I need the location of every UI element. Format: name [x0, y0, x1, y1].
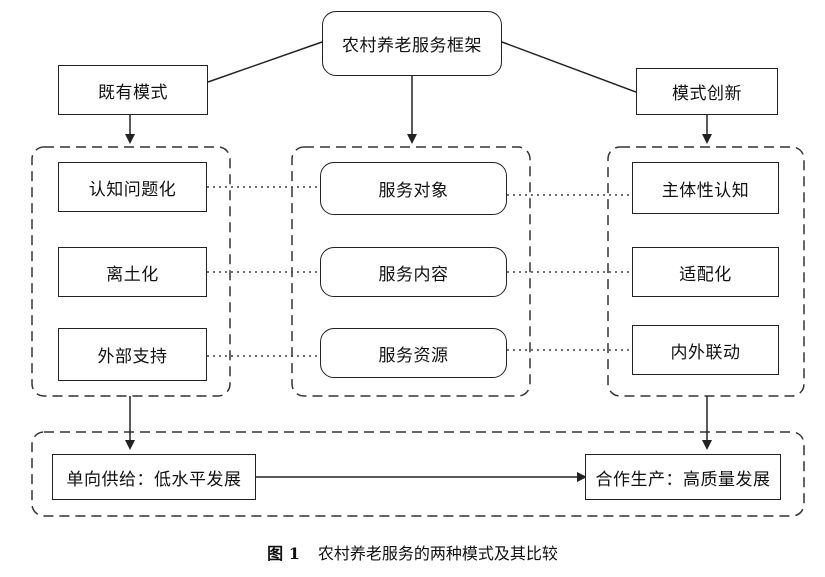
right-item-adaptation: 适配化 [632, 247, 779, 297]
center-item-service-resources: 服务资源 [320, 328, 507, 378]
existing-model-header: 既有模式 [58, 65, 208, 115]
figure-label: 图 1 [267, 544, 300, 563]
center-item-service-content: 服务内容 [320, 247, 507, 297]
framework-title: 农村养老服务框架 [322, 11, 502, 76]
outcome-group-frame [31, 431, 805, 517]
title-to-left-line [207, 41, 323, 83]
figure-caption: 图 1 农村养老服务的两种模式及其比较 [0, 540, 825, 564]
left-group-frame [31, 146, 231, 397]
center-item-service-target: 服务对象 [320, 162, 507, 215]
outcome-cooperative-production: 合作生产：高质量发展 [585, 454, 781, 500]
title-to-right-line [501, 41, 637, 93]
right-group-frame [607, 146, 805, 397]
right-item-subjective-cognition: 主体性认知 [632, 162, 779, 214]
left-item-external-support: 外部支持 [58, 328, 207, 381]
left-item-cognitive-problematization: 认知问题化 [58, 162, 207, 212]
right-item-internal-external-linkage: 内外联动 [632, 325, 779, 375]
innovation-model-header: 模式创新 [636, 68, 778, 115]
outcome-one-way-supply: 单向供给：低水平发展 [52, 454, 256, 500]
figure-caption-text: 农村养老服务的两种模式及其比较 [317, 544, 558, 563]
left-item-detachment-from-land: 离土化 [58, 247, 207, 297]
